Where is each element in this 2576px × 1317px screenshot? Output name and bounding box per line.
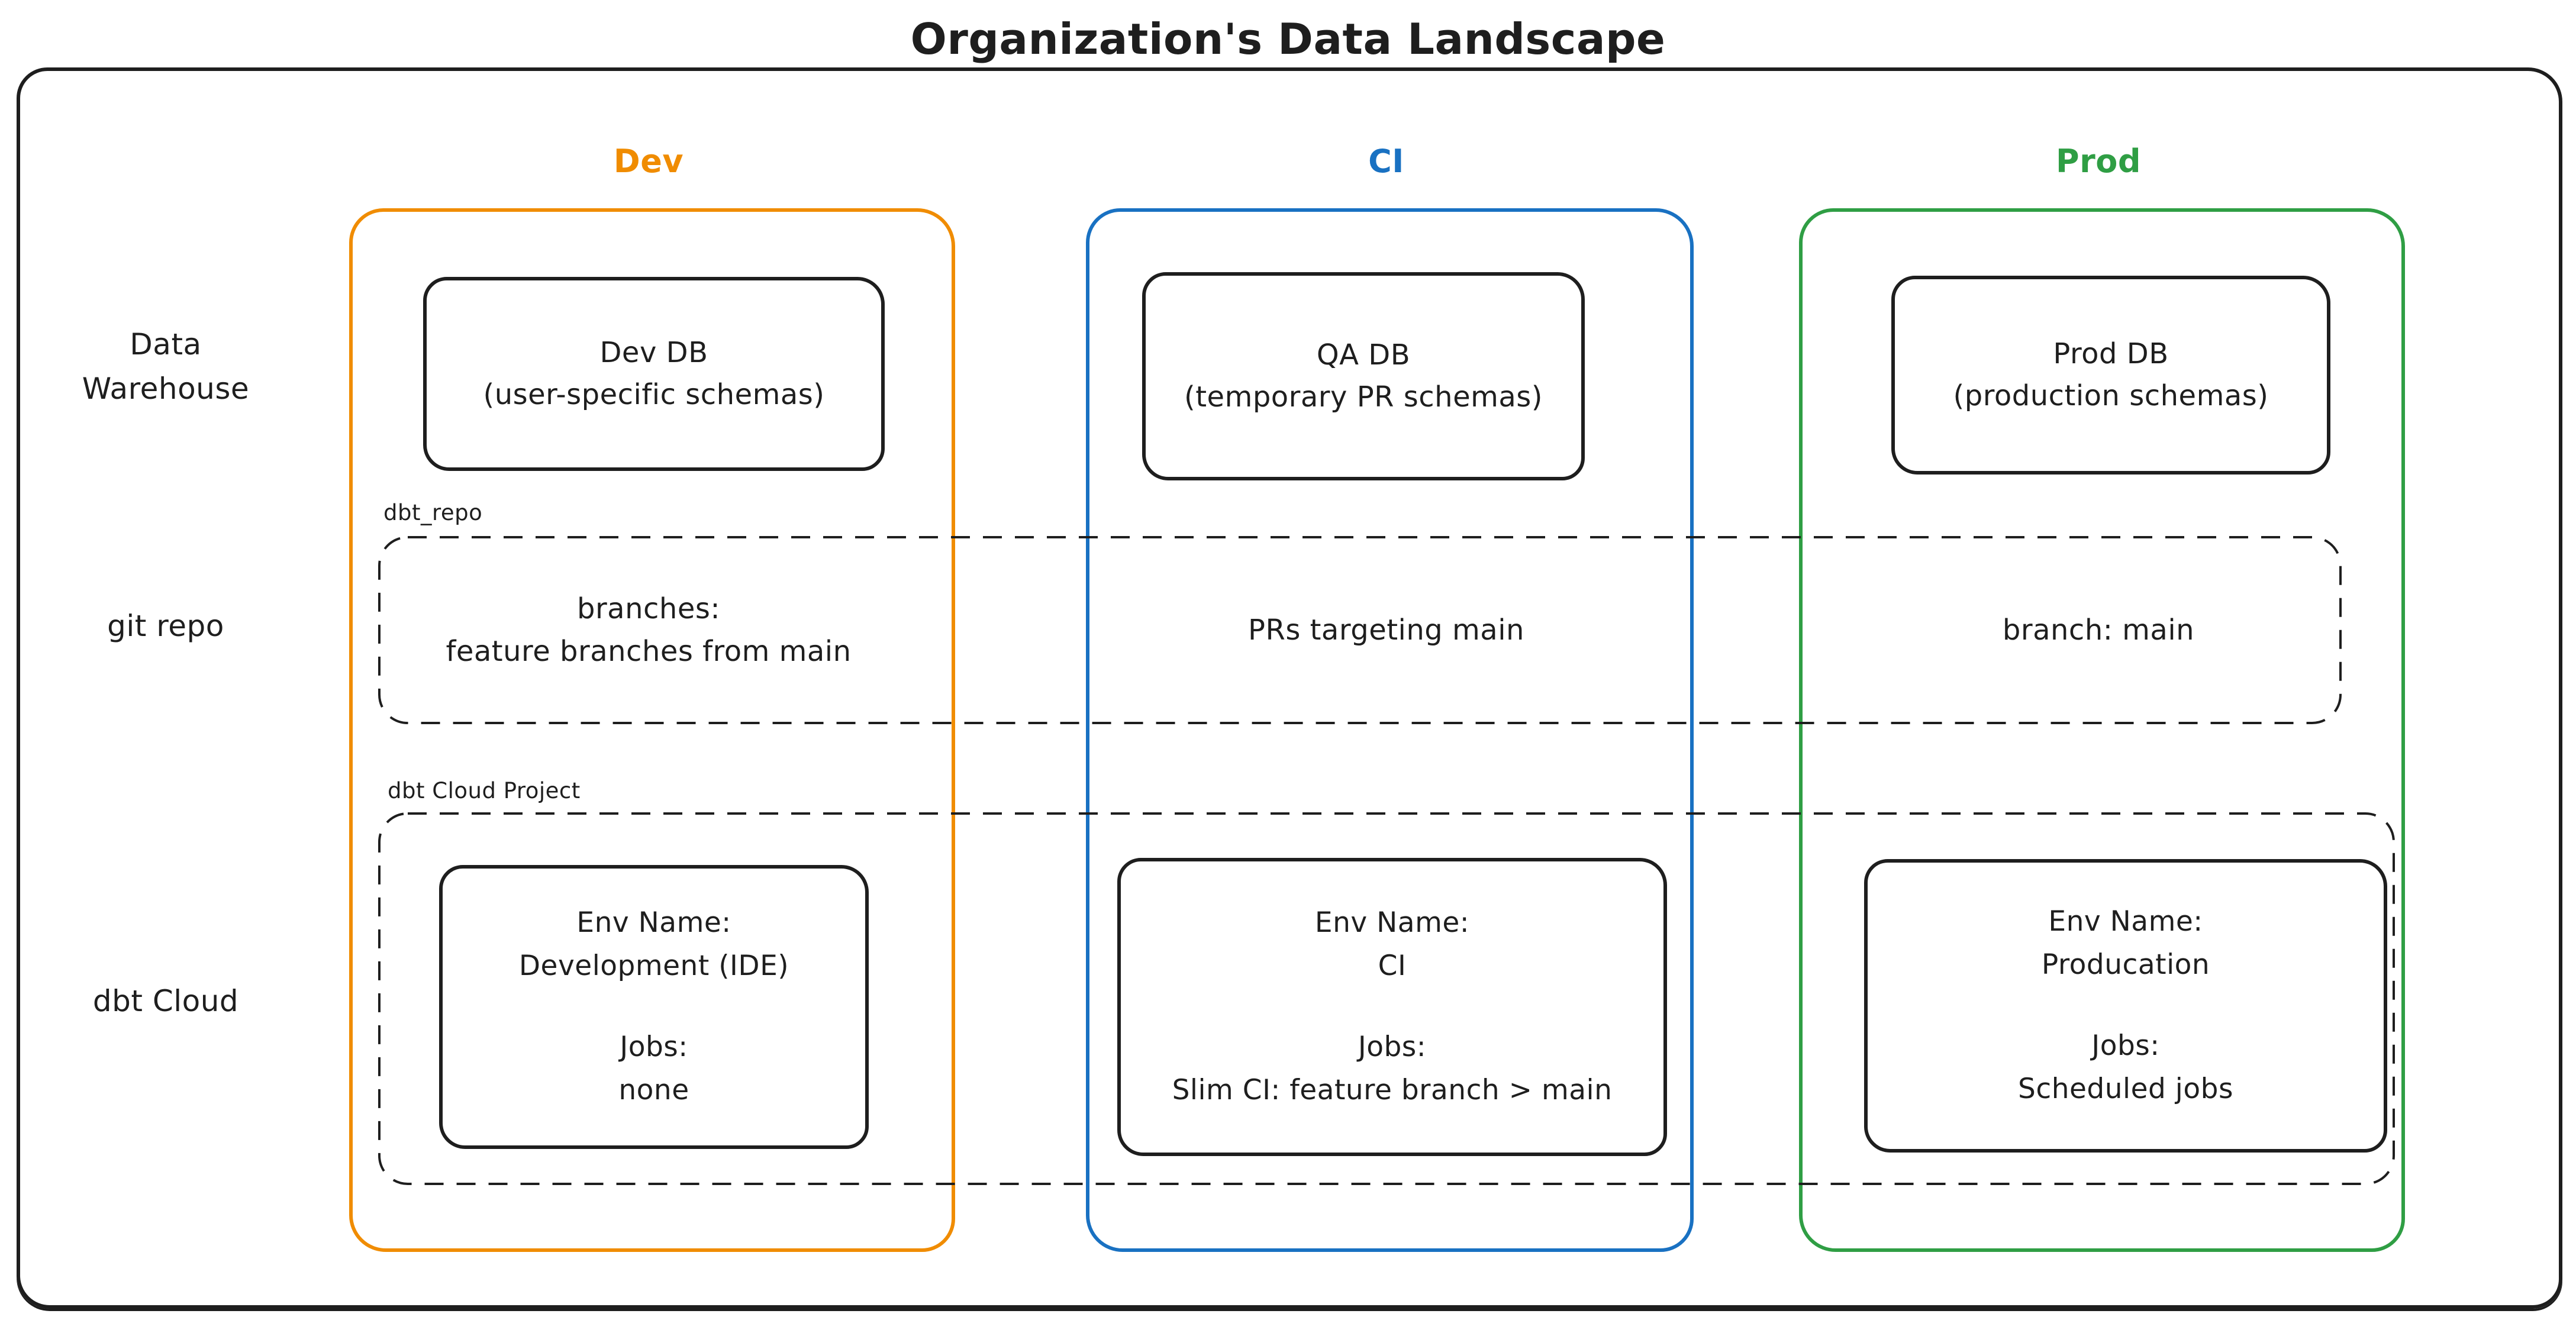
page-title: Organization's Data Landscape: [910, 14, 1666, 64]
ci-env-box: Env Name: CI Jobs: Slim CI: feature bran…: [1117, 858, 1667, 1156]
dev-db-box: Dev DB (user-specific schemas): [423, 277, 885, 471]
dev-db-title: Dev DB: [599, 335, 708, 369]
dev-db-subtitle: (user-specific schemas): [483, 378, 825, 411]
prod-jobs-label: Jobs:: [2091, 1029, 2160, 1062]
qa-db-subtitle: (temporary PR schemas): [1184, 380, 1543, 414]
prod-column-box: [1799, 208, 2405, 1252]
column-header-ci: CI: [1368, 142, 1404, 180]
qa-db-box: QA DB (temporary PR schemas): [1142, 272, 1585, 480]
row-label-data-warehouse: Data Warehouse: [82, 327, 250, 406]
prod-db-subtitle: (production schemas): [1953, 379, 2269, 412]
dev-column-box: [349, 208, 955, 1252]
ci-column-box: [1086, 208, 1694, 1252]
prod-env-box: Env Name: Producation Jobs: Scheduled jo…: [1864, 859, 2387, 1153]
ci-git-text: PRs targeting main: [1248, 614, 1524, 647]
dev-jobs-value: none: [618, 1073, 689, 1106]
dev-env-box: Env Name: Development (IDE) Jobs: none: [439, 865, 869, 1149]
dev-jobs-label: Jobs:: [620, 1031, 688, 1063]
row-label-dbt-cloud: dbt Cloud: [92, 983, 239, 1018]
prod-jobs-value: Scheduled jobs: [2018, 1072, 2233, 1105]
dbt-cloud-project-group-label: dbt Cloud Project: [388, 778, 581, 803]
dbt-repo-group-label: dbt_repo: [383, 500, 483, 525]
prod-db-box: Prod DB (production schemas): [1891, 276, 2330, 474]
column-header-dev: Dev: [613, 142, 684, 180]
ci-env-name-value: CI: [1378, 950, 1407, 983]
ci-jobs-value: Slim CI: feature branch > main: [1172, 1073, 1613, 1106]
column-header-prod: Prod: [2056, 142, 2141, 180]
ci-jobs-label: Jobs:: [1358, 1031, 1427, 1063]
row-label-git-repo: git repo: [107, 608, 224, 643]
qa-db-title: QA DB: [1316, 338, 1411, 372]
prod-env-name-value: Producation: [2041, 948, 2210, 982]
dev-env-name-label: Env Name:: [576, 906, 731, 940]
dev-env-name-value: Development (IDE): [518, 950, 789, 983]
landscape-outer-frame: [17, 67, 2562, 1309]
ci-env-name-label: Env Name:: [1314, 906, 1470, 940]
prod-git-text: branch: main: [2002, 614, 2195, 647]
prod-db-title: Prod DB: [2053, 337, 2169, 370]
dev-git-text: branches: feature branches from main: [446, 592, 852, 668]
prod-env-name-label: Env Name:: [2048, 905, 2203, 938]
